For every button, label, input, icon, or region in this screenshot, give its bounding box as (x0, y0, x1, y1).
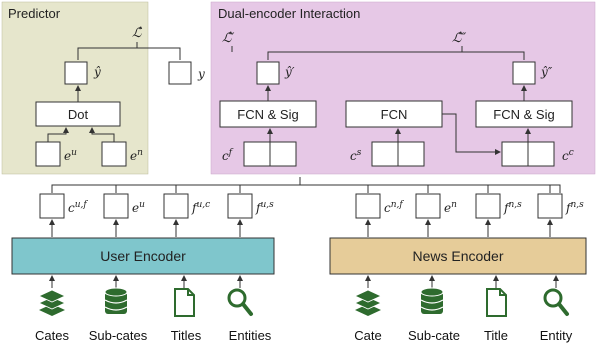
svg-text:eu: eu (132, 200, 145, 215)
fcn-mid-box (345, 100, 443, 128)
separator-line (51, 184, 561, 193)
c-f-label: cf (222, 148, 234, 163)
input-label-entities: Entities (229, 328, 272, 343)
svg-text:en: en (444, 200, 457, 215)
y-box (168, 61, 192, 85)
dual-encoder-title: Dual-encoder Interaction (218, 6, 360, 21)
c-c-label: cc (562, 148, 574, 163)
svg-text:fn,s: fn,s (503, 200, 522, 215)
user-output-fuc: fu,c (163, 185, 210, 219)
news-output-en: en (415, 185, 457, 219)
news-output-fns-2: fn,s (537, 185, 584, 219)
fcn-to-cc-arrow (442, 113, 501, 155)
svg-text:fn,s: fn,s (565, 200, 584, 215)
y-hat-prime-label: ŷ′ (284, 65, 295, 79)
y-hat-dprime-box (512, 61, 536, 85)
e-n-label: en (130, 148, 143, 163)
news-output-cnf: cn,f (355, 185, 404, 219)
svg-text:cu,f: cu,f (68, 200, 88, 215)
document-icon (174, 288, 195, 317)
news-encoder-box (329, 237, 587, 275)
input-label-entity: Entity (540, 328, 573, 343)
y-hat-dprime-label: ŷ″ (540, 65, 553, 79)
news-output-fns-1: fn,s (475, 185, 522, 219)
input-label-cates: Cates (35, 328, 69, 343)
user-encoder-label: User Encoder (100, 248, 186, 264)
input-label-sub-cate: Sub-cate (408, 328, 460, 343)
fcn-sig-left-box (219, 100, 317, 128)
y-hat-prime-box (256, 61, 280, 85)
user-encoder-box (11, 237, 275, 275)
fcn-sig-right-label: FCN & Sig (493, 107, 554, 122)
input-label-sub-cates: Sub-cates (89, 328, 148, 343)
e-u-box (35, 141, 61, 167)
input-label-titles: Titles (171, 328, 202, 343)
fcn-sig-right-box (475, 100, 573, 128)
svg-text:fu,s: fu,s (255, 200, 274, 215)
y-label: y (197, 67, 205, 81)
svg-text:fu,c: fu,c (191, 200, 210, 215)
news-encoder-label: News Encoder (412, 248, 503, 264)
loss-l-connector (77, 47, 181, 60)
c-s-label: cs (350, 148, 362, 163)
loss-l-dprime: ℒ̂″ (452, 31, 466, 46)
loss-l-prime: ℒ̂′ (222, 31, 234, 46)
magnifier-icon (543, 288, 569, 316)
svg-text:cn,f: cn,f (384, 200, 404, 215)
input-label-cate: Cate (354, 328, 381, 343)
user-output-fus: fu,s (227, 185, 274, 219)
user-output-eu: eu (103, 185, 145, 219)
database-icon (104, 287, 128, 314)
loss-prime-connector (267, 51, 525, 60)
y-hat-label: ŷ (93, 65, 101, 79)
y-hat-box (64, 61, 88, 85)
e-u-label: eu (64, 148, 77, 163)
database-icon (420, 287, 444, 314)
user-output-cuf: cu,f (39, 185, 88, 219)
input-label-title: Title (484, 328, 508, 343)
predictor-title: Predictor (8, 6, 61, 21)
loss-l: ℒ̂ (132, 26, 142, 41)
dot-label: Dot (68, 107, 89, 122)
layers-icon (354, 289, 382, 316)
layers-icon (38, 289, 66, 316)
fcn-sig-left-label: FCN & Sig (237, 107, 298, 122)
fcn-mid-label: FCN (381, 107, 408, 122)
magnifier-icon (227, 288, 253, 316)
e-n-box (101, 141, 127, 167)
document-icon (486, 288, 507, 317)
